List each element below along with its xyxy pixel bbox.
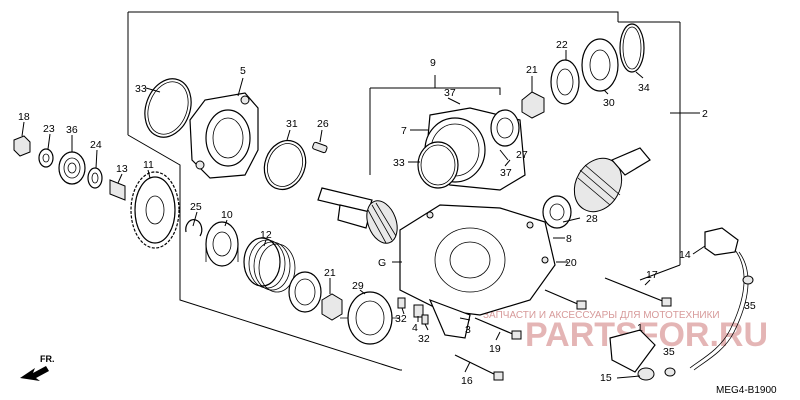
label-16: 16 (461, 375, 473, 387)
label-33: 33 (135, 83, 147, 95)
label-31: 31 (286, 118, 298, 130)
label-32a: 32 (395, 313, 407, 325)
label-29: 29 (352, 280, 364, 292)
collar-13 (109, 179, 126, 201)
label-28: 28 (586, 213, 598, 225)
label-9: 9 (430, 57, 436, 69)
o-ring-33b (417, 141, 459, 189)
leader-lines (21, 50, 706, 379)
label-14: 14 (679, 249, 691, 261)
bolt-19-head (511, 330, 522, 340)
diagram-code: MEG4-B1900 (716, 385, 777, 396)
label-35a: 35 (744, 300, 756, 312)
bearing-29 (340, 291, 400, 345)
label-15: 15 (600, 372, 612, 384)
spring-12 (243, 237, 296, 293)
label-32b: 32 (418, 333, 430, 345)
clip-35a (742, 275, 754, 285)
label-10: 10 (221, 209, 233, 221)
bearing-27 (490, 109, 520, 147)
watermark-tagline: ЗАПЧАСТИ И АКСЕССУАРЫ ДЛЯ МОТОТЕХНИКИ (483, 310, 720, 321)
label-11: 11 (143, 159, 154, 171)
label-13: 13 (116, 163, 128, 175)
left-parts (13, 135, 126, 201)
circlip-34 (619, 23, 645, 73)
bracket-1 (609, 329, 656, 381)
label-2: 2 (702, 108, 708, 120)
label-22: 22 (556, 39, 568, 51)
label-19: 19 (489, 343, 501, 355)
circlip-25 (185, 219, 203, 237)
bearing-housing-5 (189, 92, 259, 179)
label-30: 30 (603, 97, 615, 109)
label-20: 20 (565, 257, 577, 269)
pin-32a (397, 297, 406, 309)
nut-15 (637, 367, 655, 381)
label-35b: 35 (663, 346, 675, 358)
bolts (454, 277, 672, 381)
collar-10 (205, 221, 239, 267)
label-37b: 37 (500, 167, 512, 179)
label-18: 18 (18, 111, 30, 123)
label-36: 36 (66, 124, 78, 136)
pin-32b (421, 314, 429, 325)
bolt-17-head (661, 297, 672, 307)
label-24: 24 (90, 139, 102, 151)
label-5: 5 (240, 65, 246, 77)
label-21: 21 (324, 267, 336, 279)
label-1: 1 (637, 322, 643, 334)
label-4: 4 (412, 322, 418, 334)
ring-gear (573, 147, 651, 213)
pin-26 (312, 141, 328, 154)
nut-21 (321, 293, 343, 321)
nut-21-top (521, 91, 545, 119)
label-8: 8 (566, 233, 572, 245)
bearing-28 (542, 195, 572, 229)
label-7: 7 (401, 125, 407, 137)
group-outline (127, 11, 700, 371)
label-27: 27 (516, 149, 528, 161)
sensor-14 (664, 227, 754, 377)
bearing-22 (550, 59, 580, 105)
o-ring-31 (263, 139, 307, 191)
part-labels: 33 5 31 26 18 23 36 24 13 11 25 10 12 21… (18, 39, 756, 387)
bolt-20-head (576, 300, 587, 310)
gear-11 (130, 171, 180, 249)
bolt-16-head (493, 371, 504, 381)
washer-24 (87, 167, 103, 189)
label-23: 23 (43, 123, 55, 135)
label-21-top: 21 (526, 64, 538, 76)
washer-23 (38, 148, 54, 168)
pinion-shaft (317, 187, 398, 244)
label-17: 17 (646, 269, 658, 281)
oil-seal-30 (581, 38, 619, 92)
label-25: 25 (190, 201, 202, 213)
bearing-36 (58, 151, 86, 185)
label-g: G (378, 257, 386, 269)
ring-21 (288, 271, 322, 313)
fr-label: FR. (40, 354, 55, 364)
label-26: 26 (317, 118, 329, 130)
final-gear-case (399, 204, 556, 339)
fr-arrow (20, 366, 49, 381)
clip-35b (664, 367, 676, 377)
label-34: 34 (638, 82, 650, 94)
label-12: 12 (260, 229, 272, 241)
nut-18 (13, 135, 31, 157)
label-3: 3 (465, 324, 471, 336)
o-ring-33 (144, 78, 192, 138)
label-37a: 37 (444, 87, 456, 99)
label-33b: 33 (393, 157, 405, 169)
